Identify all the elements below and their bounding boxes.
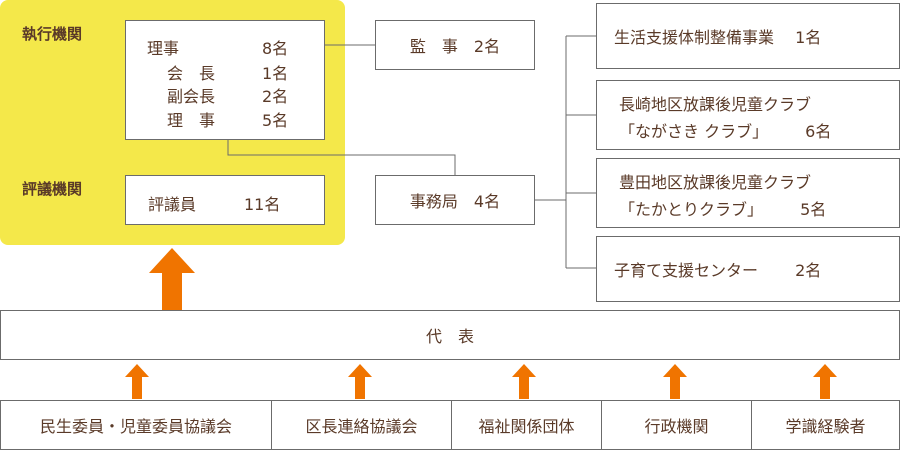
- group-label: 区長連絡協議会: [305, 417, 418, 436]
- up-arrow-icon: [813, 364, 837, 399]
- executive-row-count: 8名: [262, 39, 289, 58]
- secretariat-label: 事務局 4名: [409, 192, 501, 211]
- project-box: 生活支援体制整備事業 1名: [596, 3, 900, 69]
- auditor-label: 監 事 2名: [409, 37, 501, 56]
- project-label-line2: 「たかとりクラブ」 5名: [619, 200, 827, 219]
- executive-row-count: 5名: [262, 111, 289, 130]
- group-label: 学識経験者: [785, 417, 866, 436]
- project-label-line1: 長崎地区放課後児童クラブ: [619, 95, 812, 114]
- group-label: 行政機関: [644, 417, 709, 436]
- project-label-line1: 豊田地区放課後児童クラブ: [619, 173, 812, 192]
- executive-row-count: 2名: [262, 87, 289, 106]
- executive-row-title: 会 長: [167, 64, 216, 83]
- group-box: 行政機関: [601, 400, 752, 450]
- group-box: 区長連絡協議会: [271, 400, 452, 450]
- executive-row-title: 理 事: [167, 111, 216, 130]
- auditor-box: 監 事 2名: [375, 20, 535, 70]
- group-box: 民生委員・児童委員協議会: [0, 400, 272, 450]
- project-label-line2: 「ながさき クラブ」 6名: [619, 122, 832, 141]
- group-label: 民生委員・児童委員協議会: [39, 417, 232, 436]
- representatives-box: 代 表: [0, 310, 900, 360]
- project-box: 長崎地区放課後児童クラブ 「ながさき クラブ」 6名: [596, 80, 900, 150]
- council-box: 評議員 11名: [125, 175, 325, 225]
- connector-executive-secretariat: [227, 140, 456, 175]
- project-label: 生活支援体制整備事業 1名: [614, 28, 822, 47]
- executive-box: 理事 8名 会 長 1名 副会長 2名 理 事 5名: [125, 20, 325, 140]
- up-arrow-icon: [512, 364, 536, 399]
- executive-row-count: 1名: [262, 64, 289, 83]
- group-label: 福祉関係団体: [478, 417, 575, 436]
- secretariat-box: 事務局 4名: [375, 175, 535, 225]
- up-arrow-icon: [348, 364, 372, 399]
- up-arrow-icon: [663, 364, 687, 399]
- executive-row-title: 理事: [147, 39, 180, 58]
- council-title: 評議員: [148, 195, 197, 214]
- project-box: 豊田地区放課後児童クラブ 「たかとりクラブ」 5名: [596, 158, 900, 228]
- council-section-label: 評議機関: [22, 180, 83, 198]
- large-up-arrow-icon: [149, 248, 195, 310]
- executive-row-title: 副会長: [167, 87, 216, 106]
- project-label: 子育て支援センター 2名: [614, 261, 822, 280]
- up-arrow-icon: [125, 364, 149, 399]
- group-box: 福祉関係団体: [451, 400, 602, 450]
- council-count: 11名: [244, 195, 281, 214]
- representatives-label: 代 表: [425, 327, 474, 346]
- executive-section-label: 執行機関: [22, 25, 83, 43]
